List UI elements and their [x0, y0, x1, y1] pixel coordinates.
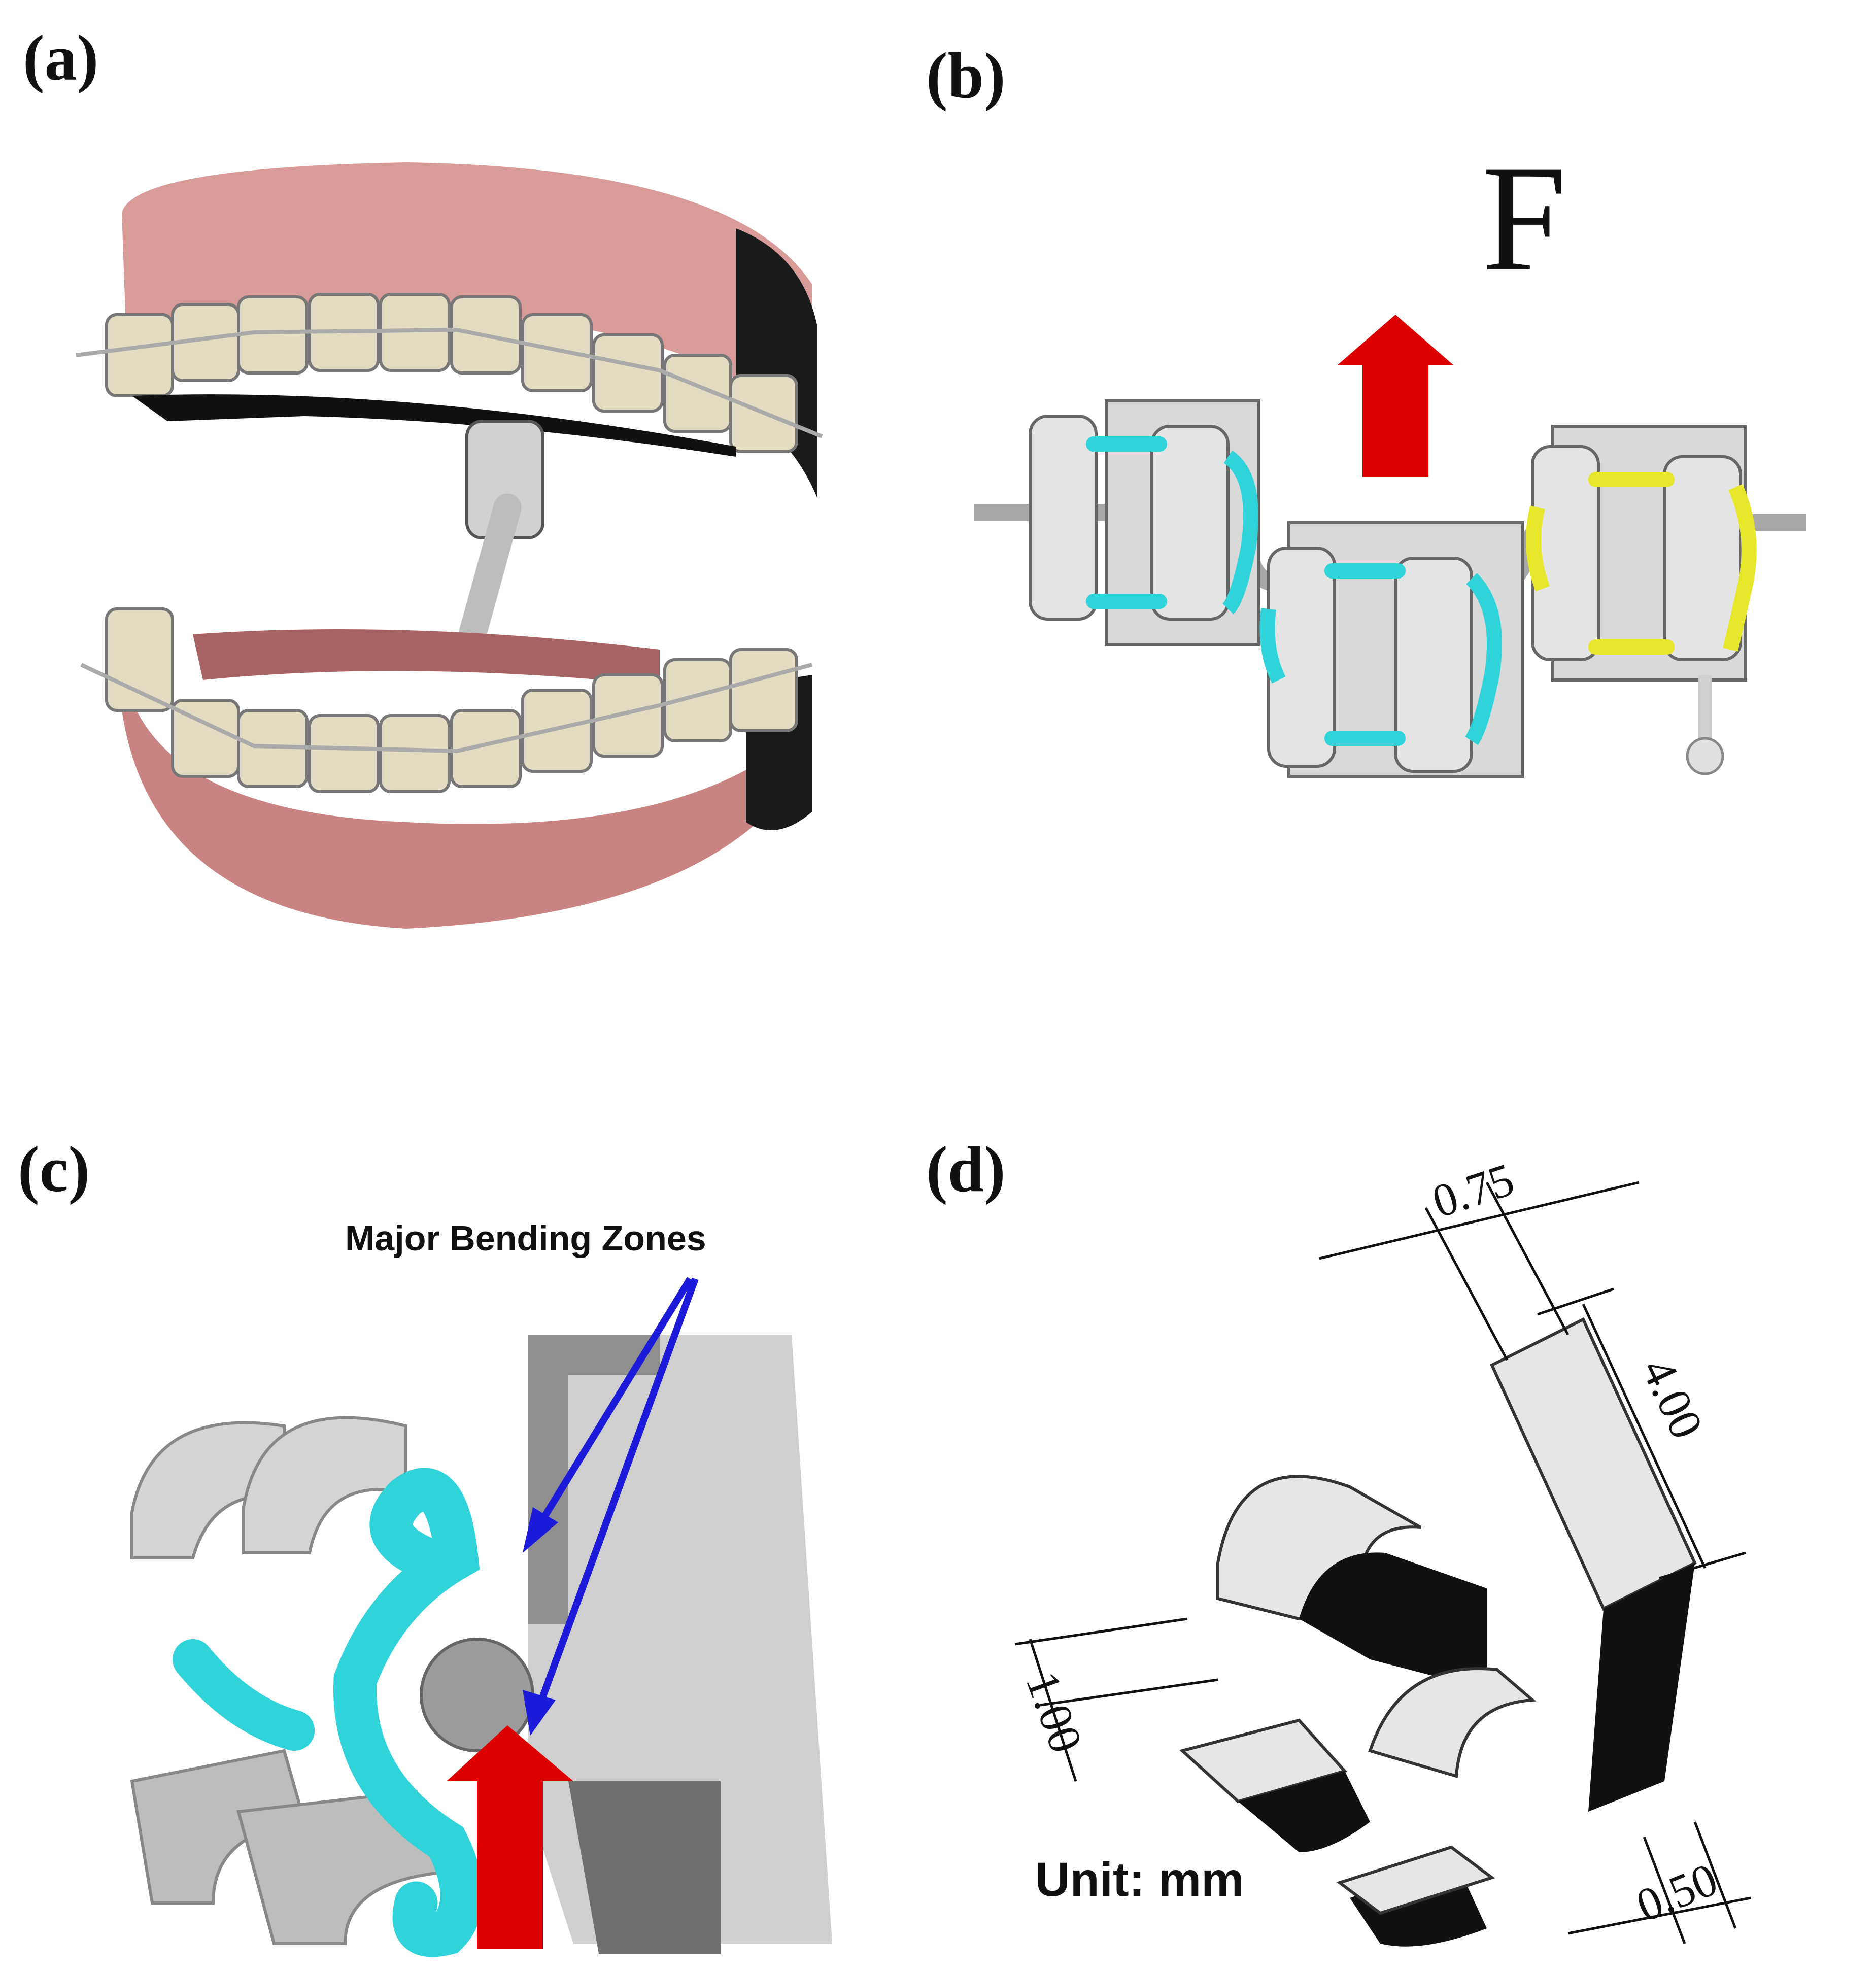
dimension-0-50 [1567, 1821, 1751, 1944]
lower-gum-top [193, 629, 660, 685]
panel-c: (c) Major Bending Zones [0, 990, 888, 1971]
lower-teeth [105, 607, 798, 793]
panel-d: (d) Unit: mm [913, 990, 1876, 1971]
lower-gum [122, 685, 802, 929]
panel-label-a: (a) [23, 22, 99, 94]
dimension-4-00 [1537, 1287, 1746, 1580]
force-arrow-c [447, 1725, 573, 1949]
wing-top-middle [242, 1416, 407, 1554]
upper-gum-side [736, 228, 817, 497]
bracket-middle [1259, 521, 1524, 778]
bending-zone-arrow-2 [534, 1277, 699, 1712]
lower-archwire [80, 663, 813, 754]
bending-zone-arrow-1 [535, 1277, 693, 1530]
force-label: F [1482, 134, 1566, 302]
dimension-1-00 [1014, 1617, 1218, 1782]
upper-archwire [76, 327, 823, 438]
dentition-model-illustration [76, 162, 823, 929]
ligature [333, 1468, 484, 1957]
bracket-closeup-illustration [130, 1277, 832, 1957]
bracket-right [1526, 425, 1757, 775]
bending-zones-label: Major Bending Zones [345, 1218, 706, 1258]
upper-dark-interior [132, 394, 736, 457]
wing-bottom-middle [236, 1789, 444, 1945]
wing-top-left [130, 1421, 286, 1559]
unit-label: Unit: mm [1035, 1853, 1244, 1907]
articulator-rod [453, 493, 522, 669]
panel-label-c: (c) [18, 1133, 90, 1205]
panel-a: (a) [0, 0, 888, 964]
panel-label-d: (d) [926, 1133, 1006, 1205]
force-arrow [1337, 315, 1454, 477]
bracket-left [1029, 399, 1260, 646]
bracket-wire-illustration [974, 315, 1806, 778]
upper-teeth [105, 293, 798, 453]
bracket-dimension-drawing [1014, 1181, 1751, 1947]
panel-label-b: (b) [926, 40, 1006, 112]
panel-b: (b) F [913, 0, 1876, 964]
